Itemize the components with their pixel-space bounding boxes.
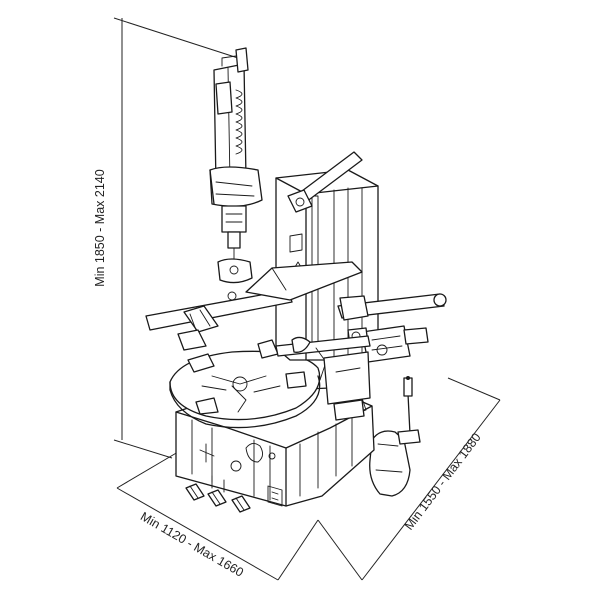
- tyre-changer-machine: [145, 47, 447, 513]
- control-lever: [397, 376, 421, 445]
- width-dimension-label: Min 1120 - Max 1660: [138, 509, 246, 579]
- depth-dimension-lines: [317, 377, 501, 581]
- right-helper-arm: [337, 293, 447, 363]
- height-dimension-lines: [113, 17, 239, 459]
- turntable: [169, 339, 321, 429]
- rear-hood: [369, 430, 411, 497]
- pusher-rod: [275, 335, 371, 381]
- foot-pedals: [185, 475, 251, 513]
- height-dimension-label: Min 1850 - Max 2140: [93, 169, 107, 286]
- tilt-arm: [287, 151, 363, 213]
- depth-dimension-label: Min 1550 - Max 1880: [402, 430, 484, 532]
- vertical-helper-column: [209, 47, 263, 284]
- horizontal-arm: [145, 261, 363, 351]
- center-post: [323, 351, 371, 421]
- width-dimension-lines: [116, 451, 319, 581]
